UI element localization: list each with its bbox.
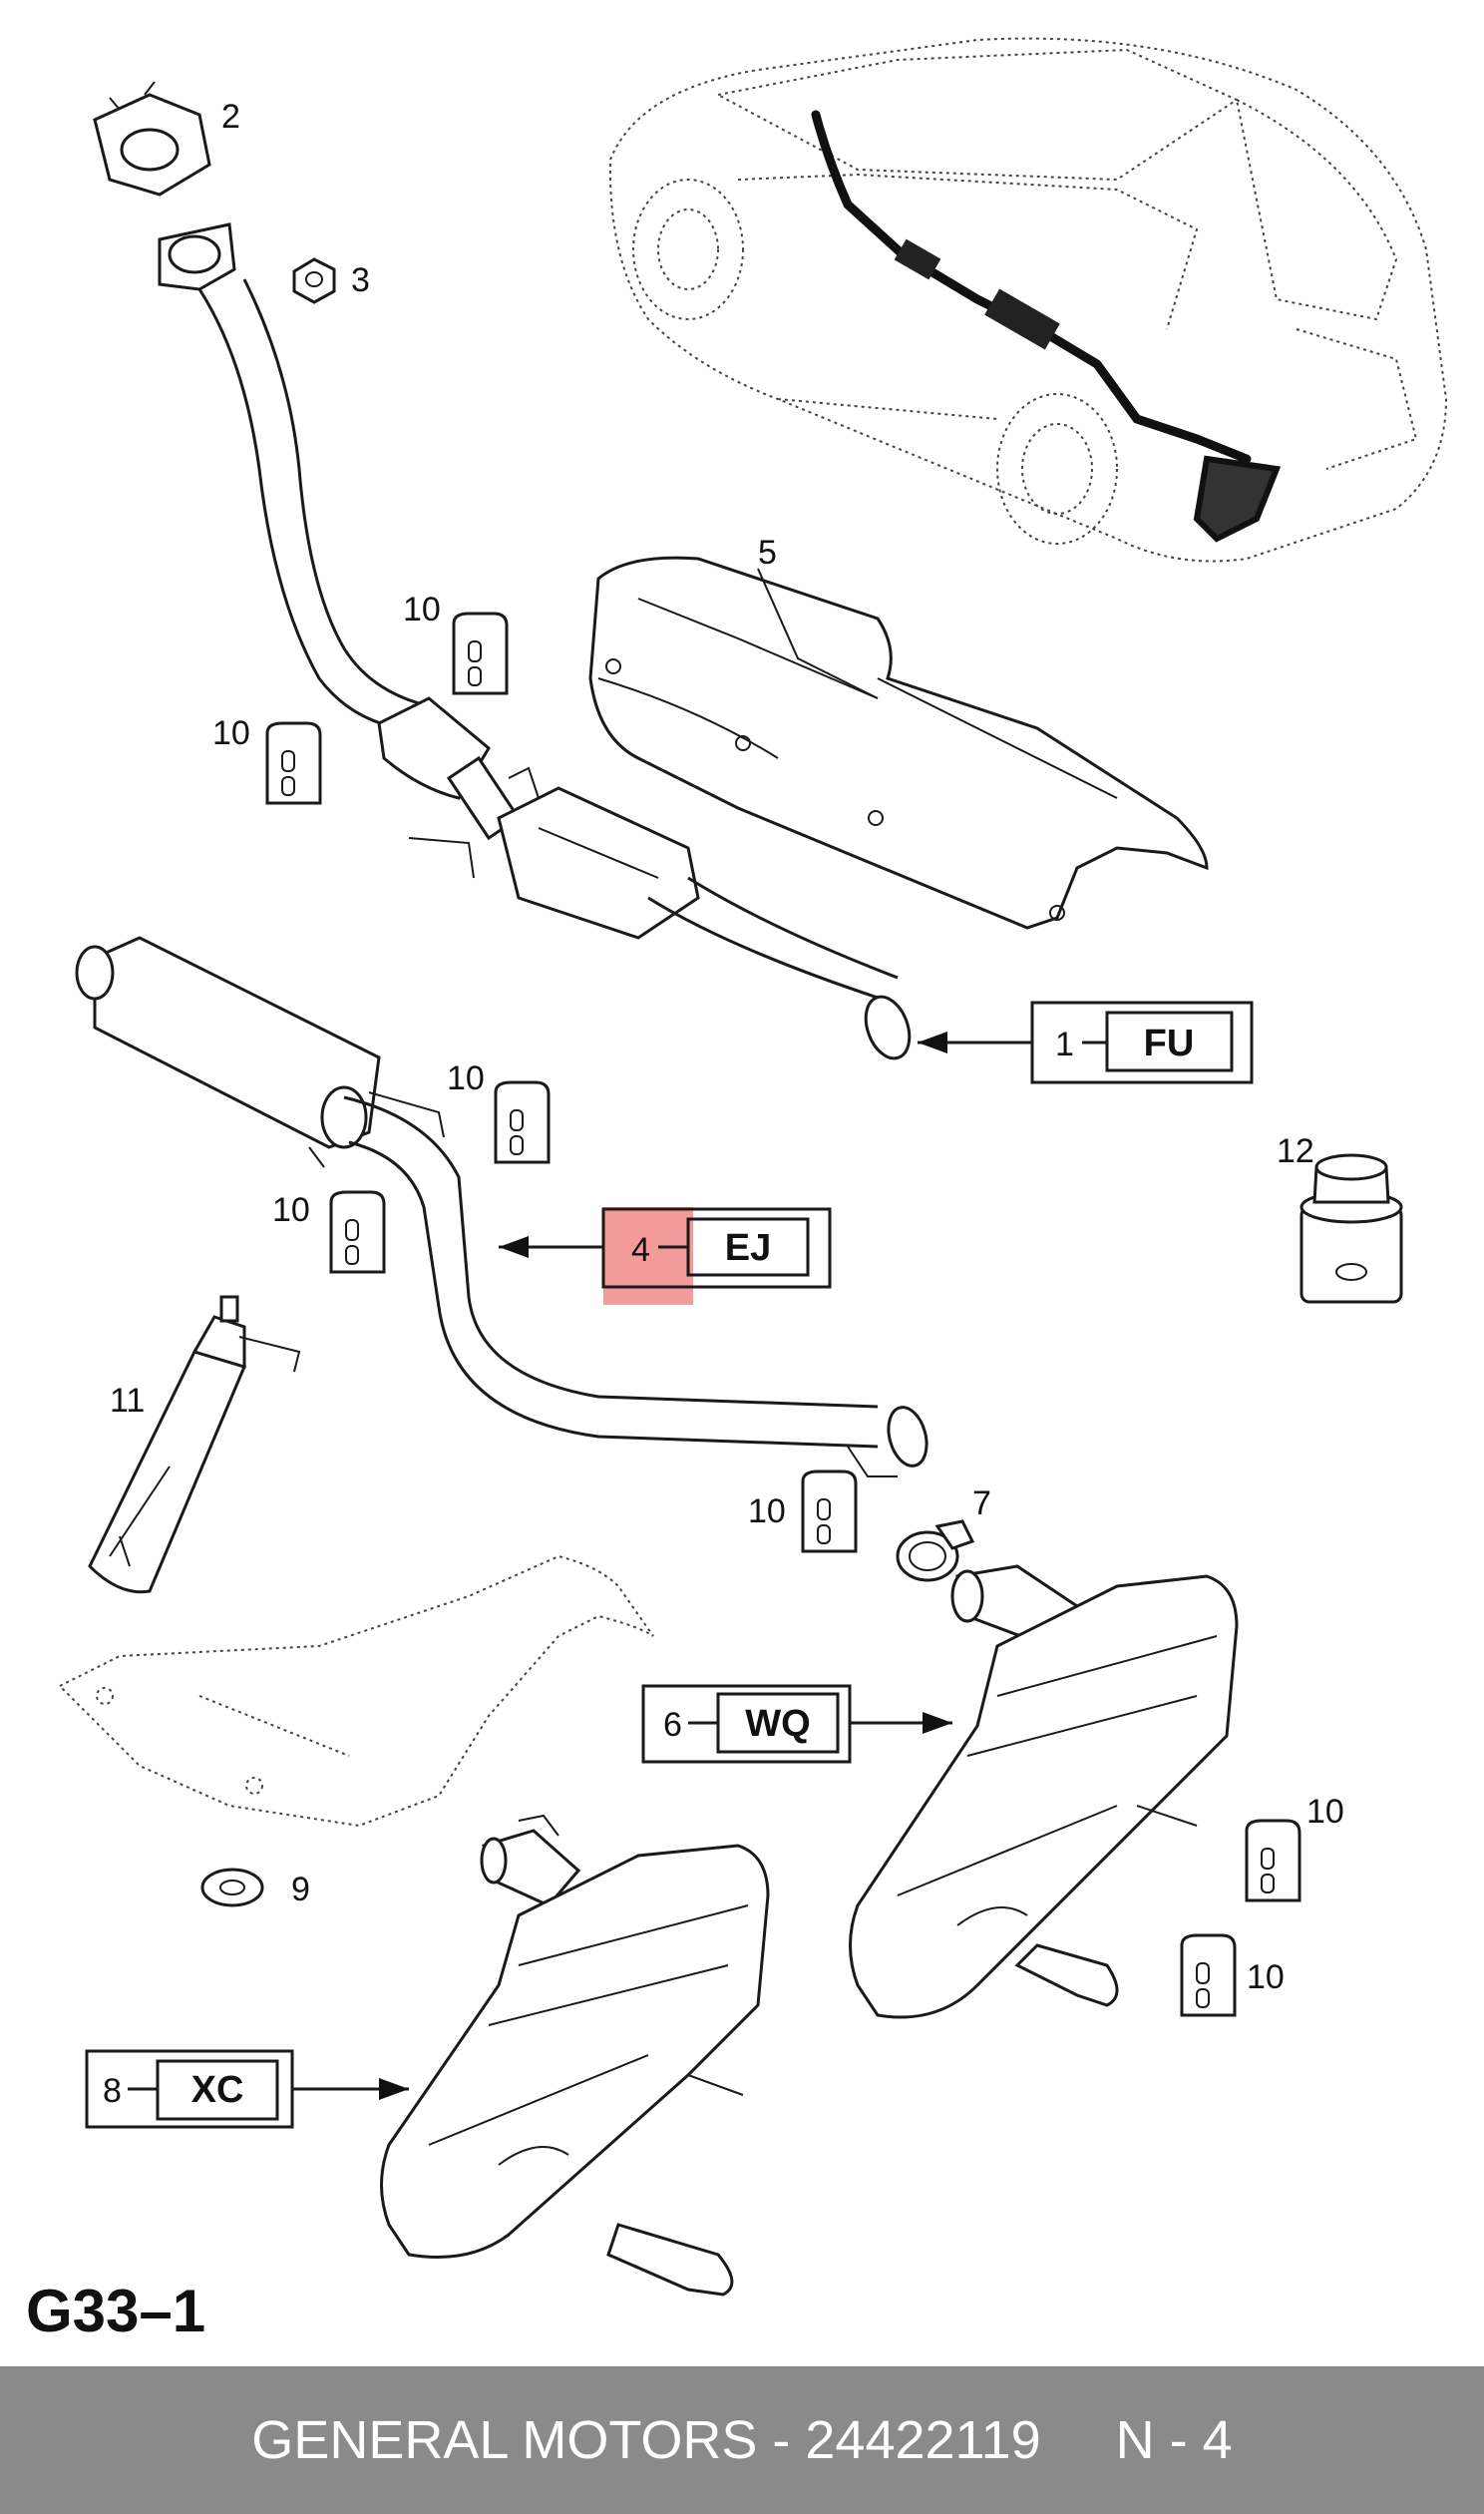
label-part-9: 9 [291, 1871, 310, 1908]
part-9-nut [200, 1868, 264, 1907]
callout-part-8: 8 XC [85, 2049, 409, 2129]
vehicle-outline [608, 37, 1448, 563]
part-9-rear-heat-shield [58, 1554, 654, 1828]
callout-part-1-code: FU [1144, 1023, 1195, 1064]
footer-gap [1041, 2409, 1116, 2471]
label-part-11: 11 [110, 1382, 145, 1420]
label-part-10-d: 10 [272, 1191, 310, 1229]
middle-pipe-with-center-muffler [75, 936, 928, 1477]
callout-part-6: 6 WQ [641, 1684, 952, 1764]
callout-part-6-number: 6 [663, 1706, 682, 1744]
callout-part-4-code: EJ [725, 1227, 771, 1269]
part-12-sealant-can [1299, 1153, 1403, 1304]
callout-part-4: 4 EJ [499, 1207, 832, 1305]
label-part-10-e: 10 [748, 1492, 786, 1530]
label-part-10-b: 10 [212, 714, 250, 752]
label-part-3: 3 [351, 261, 370, 299]
highlight-marker [603, 1207, 693, 1305]
label-part-12: 12 [1277, 1132, 1314, 1170]
footer-part-number: 24422119 [805, 2410, 1041, 2470]
footer-separator: - [757, 2410, 806, 2470]
label-part-10-a: 10 [403, 591, 441, 628]
part-8-rear-muffler [380, 1814, 770, 2297]
part-labels: 2 3 5 10 10 10 10 12 11 10 7 10 10 9 [110, 98, 1344, 1996]
label-part-5: 5 [758, 534, 777, 572]
exhaust-system-diagram: 2 3 5 10 10 10 10 12 11 10 7 10 10 9 1 F… [58, 37, 1448, 2297]
footer-bar: GENERAL MOTORS - 24422119 N - 4 [0, 2366, 1484, 2514]
label-part-10-g: 10 [1247, 1958, 1285, 1996]
part-7-clamp [896, 1519, 975, 1582]
label-part-7: 7 [972, 1484, 991, 1522]
callout-part-1: 1 FU [918, 1001, 1254, 1084]
part-3-nut [292, 257, 336, 304]
footer-brand: GENERAL MOTORS [251, 2410, 758, 2470]
label-part-10-c: 10 [447, 1059, 485, 1097]
callout-part-8-number: 8 [103, 2072, 122, 2110]
footer-variant: N - 4 [1115, 2410, 1233, 2470]
diagram-title: G33–1 [26, 2278, 206, 2344]
callout-part-6-code: WQ [745, 1703, 810, 1745]
label-part-2: 2 [221, 98, 240, 136]
callout-part-1-number: 1 [1055, 1026, 1074, 1063]
part-11-sealant-tube [88, 1295, 301, 1594]
part-2-gasket [93, 81, 211, 197]
part-10-hangers [265, 612, 1301, 2017]
label-part-10-f: 10 [1306, 1793, 1344, 1831]
callout-part-4-number: 4 [631, 1231, 650, 1269]
part-5-heat-shield [588, 556, 1209, 930]
part-6-rear-muffler [849, 1564, 1239, 2019]
front-pipe-with-converter [158, 222, 912, 1060]
callout-part-8-code: XC [191, 2069, 244, 2111]
vehicle-exhaust-routing [811, 110, 1282, 543]
